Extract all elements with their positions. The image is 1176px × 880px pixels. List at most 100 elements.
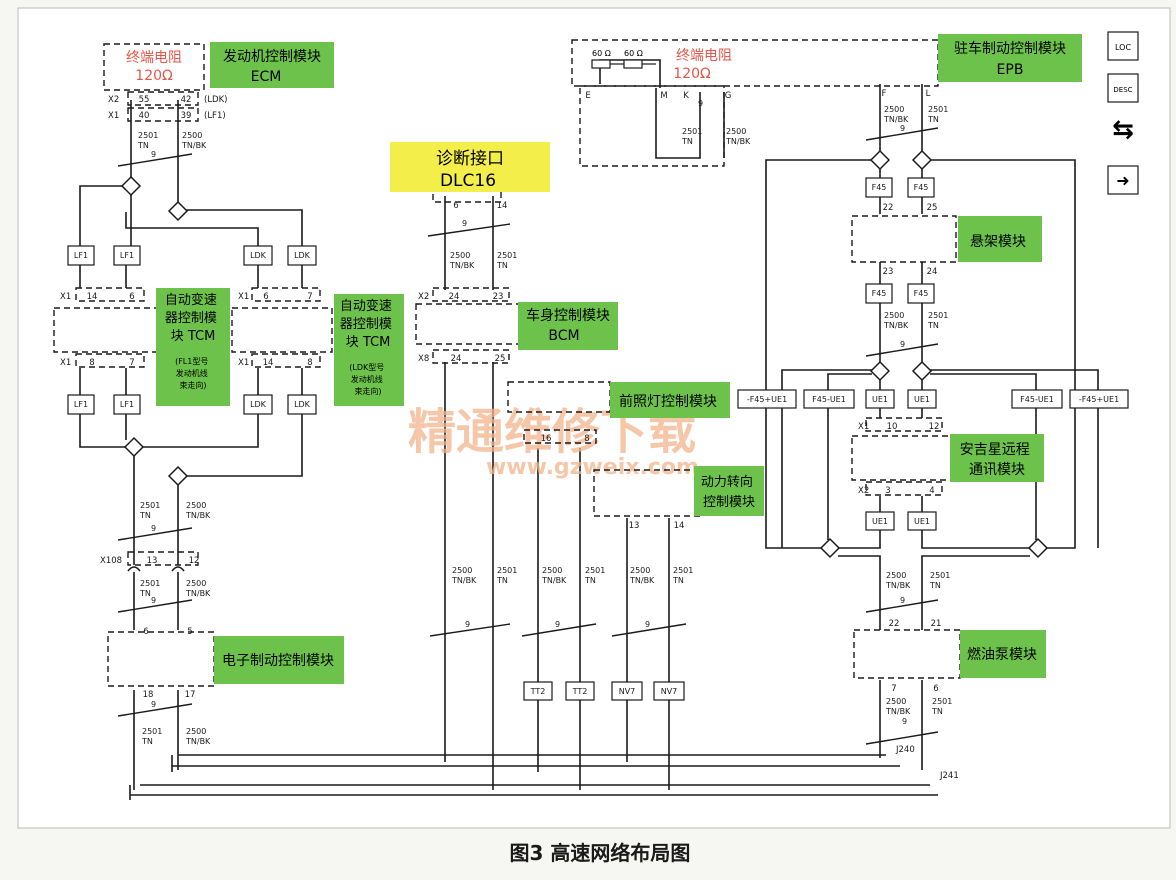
dlc-abbr: DLC16 bbox=[440, 171, 496, 191]
svg-text:2500: 2500 bbox=[450, 251, 470, 260]
svg-text:2500: 2500 bbox=[886, 697, 906, 706]
svg-text:TN: TN bbox=[496, 576, 508, 585]
svg-text:LOC: LOC bbox=[1115, 43, 1131, 52]
svg-text:6: 6 bbox=[129, 292, 134, 302]
svg-text:2501: 2501 bbox=[928, 105, 948, 114]
svg-text:X1: X1 bbox=[238, 358, 249, 368]
svg-text:J240: J240 bbox=[895, 745, 915, 755]
option-labels: LF1 LF1 LDK LDK LF1 LF1 LDK LDK F45 F45 … bbox=[74, 183, 1119, 696]
svg-text:13: 13 bbox=[629, 521, 640, 531]
splice-diamond bbox=[819, 537, 841, 559]
option-lf1: LF1 bbox=[74, 251, 88, 260]
svg-text:9: 9 bbox=[645, 620, 650, 629]
splice-diamond bbox=[120, 175, 142, 197]
svg-text:7: 7 bbox=[129, 358, 134, 368]
svg-text:2500: 2500 bbox=[452, 566, 472, 575]
splice-diamond bbox=[869, 360, 891, 382]
suspension-label-bg bbox=[958, 216, 1042, 262]
desc-icon[interactable] bbox=[1107, 73, 1139, 103]
connector-ids: X2 X1 (LDK) (LF1) X1 X1 X1 X1 X2 X8 X1 X… bbox=[60, 95, 959, 781]
svg-text:M: M bbox=[660, 91, 667, 101]
tcm-lf1-label-bg bbox=[156, 288, 230, 406]
svg-text:2500: 2500 bbox=[726, 127, 746, 136]
option-lf1: LF1 bbox=[74, 400, 88, 409]
epb-abbr: EPB bbox=[997, 62, 1024, 78]
bcm-name: 车身控制模块 bbox=[526, 307, 610, 324]
tcm-ldk-box bbox=[231, 307, 333, 353]
svg-text:X2: X2 bbox=[858, 486, 869, 496]
option-tt2: TT2 bbox=[572, 687, 588, 696]
svg-text:X1: X1 bbox=[108, 111, 119, 121]
svg-text:9: 9 bbox=[902, 717, 907, 726]
svg-text:TN: TN bbox=[139, 589, 151, 598]
svg-text:DESC: DESC bbox=[1113, 86, 1132, 94]
svg-text:TN: TN bbox=[927, 115, 939, 124]
splice-points bbox=[120, 149, 1049, 559]
ecm-name: 发动机控制模块 bbox=[223, 49, 321, 65]
svg-text:42: 42 bbox=[181, 95, 192, 105]
option-f45: F45 bbox=[914, 183, 929, 192]
svg-text:K: K bbox=[683, 91, 689, 101]
option-f45-ue1: -F45+UE1 bbox=[1079, 395, 1119, 404]
onstar-label-bg bbox=[950, 434, 1044, 482]
svg-text:9: 9 bbox=[151, 150, 156, 159]
svg-text:24: 24 bbox=[451, 354, 462, 364]
svg-text:2501: 2501 bbox=[673, 566, 693, 575]
svg-text:TN: TN bbox=[929, 581, 941, 590]
svg-text:TN: TN bbox=[137, 141, 149, 150]
svg-text:➜: ➜ bbox=[1116, 171, 1129, 190]
bcm-x8 bbox=[432, 349, 510, 364]
svg-text:TN: TN bbox=[141, 737, 153, 746]
twist-labels: 9 9 9 9 9 9 9 9 9 9 9 9 9 bbox=[151, 99, 907, 726]
arrow-icon[interactable] bbox=[1107, 165, 1139, 195]
splice-diamond bbox=[1027, 537, 1049, 559]
tcm-lf1-x1-top bbox=[75, 287, 145, 302]
bcm-box bbox=[415, 303, 525, 345]
svg-text:TN: TN bbox=[681, 137, 693, 146]
svg-text:18: 18 bbox=[143, 690, 154, 700]
svg-text:9: 9 bbox=[462, 219, 467, 228]
onstar-x2 bbox=[865, 481, 943, 496]
svg-text:24: 24 bbox=[449, 292, 460, 302]
svg-text:24: 24 bbox=[927, 267, 938, 277]
splice-diamond bbox=[123, 436, 145, 458]
left-resistor-title: 终端电阻 bbox=[126, 50, 182, 66]
svg-text:25: 25 bbox=[927, 203, 938, 213]
svg-text:2501: 2501 bbox=[932, 697, 952, 706]
svg-text:8: 8 bbox=[307, 358, 312, 368]
pin-labels: 55 42 40 39 F L E M K G 6 14 14 6 8 7 6 … bbox=[87, 89, 942, 700]
transfer-icon[interactable]: ⇆ bbox=[1112, 115, 1134, 145]
svg-text:E: E bbox=[585, 91, 590, 101]
ecm-abbr: ECM bbox=[251, 69, 282, 85]
svg-text:X1: X1 bbox=[60, 292, 71, 302]
option-ue1: UE1 bbox=[914, 517, 930, 526]
option-ldk: LDK bbox=[294, 251, 311, 260]
svg-text:2500: 2500 bbox=[542, 566, 562, 575]
svg-text:9: 9 bbox=[555, 620, 560, 629]
svg-text:22: 22 bbox=[883, 203, 894, 213]
suspension-name: 悬架模块 bbox=[970, 234, 1026, 250]
ecm-connector-x2 bbox=[127, 91, 199, 106]
headlamp-box bbox=[507, 381, 611, 413]
svg-text:2501: 2501 bbox=[142, 727, 162, 736]
svg-text:TN/BK: TN/BK bbox=[885, 581, 911, 590]
epb-inner bbox=[579, 85, 725, 167]
svg-text:2500: 2500 bbox=[884, 311, 904, 320]
tcm-ldk-x1-top bbox=[251, 287, 321, 302]
svg-text:TN/BK: TN/BK bbox=[451, 576, 477, 585]
svg-text:TN/BK: TN/BK bbox=[185, 589, 211, 598]
svg-text:2501: 2501 bbox=[928, 311, 948, 320]
right-icon-column: LOC DESC ⇆ ➜ bbox=[1107, 31, 1139, 195]
loc-icon[interactable] bbox=[1107, 31, 1139, 61]
tcm-ldk-note: (LDK型号 发动机线 束走向) bbox=[349, 363, 387, 396]
tcm-lf1-note: (FL1型号 发动机线 束走向) bbox=[175, 357, 211, 390]
svg-text:2501: 2501 bbox=[497, 251, 517, 260]
svg-text:25: 25 bbox=[495, 354, 506, 364]
option-ldk: LDK bbox=[250, 400, 267, 409]
svg-text:(LDK): (LDK) bbox=[204, 95, 228, 105]
svg-text:12: 12 bbox=[189, 556, 200, 566]
option-f45-ue1: F45-UE1 bbox=[1020, 395, 1054, 404]
svg-text:X1: X1 bbox=[238, 292, 249, 302]
svg-text:17: 17 bbox=[185, 690, 196, 700]
svg-text:9: 9 bbox=[900, 124, 905, 133]
